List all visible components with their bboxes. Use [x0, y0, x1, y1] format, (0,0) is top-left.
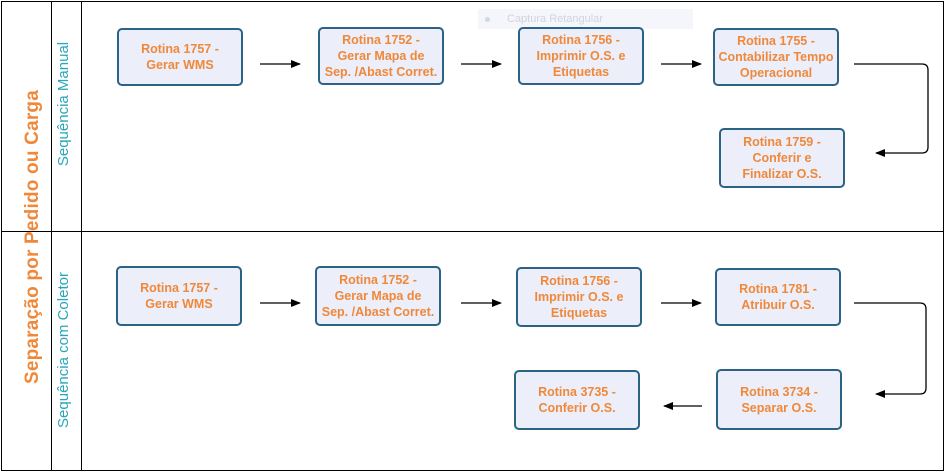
step-label: Rotina 1756 - Imprimir O.S. e Etiquetas — [534, 274, 624, 320]
step-label: Rotina 1757 - Gerar WMS — [141, 42, 219, 72]
step-label: Rotina 1755 - Contabilizar Tempo Operaci… — [718, 34, 834, 80]
lane-header-collector — [52, 231, 82, 471]
capture-tooltip-label: Captura Retangular — [507, 13, 604, 25]
arrow-collector-4 — [854, 302, 927, 398]
step-manual-1752[interactable]: Rotina 1752 - Gerar Mapa de Sep. /Abast … — [318, 27, 444, 85]
arrow-manual-4 — [854, 63, 929, 157]
bullet-icon — [485, 16, 490, 22]
step-label: Rotina 1781 - Atribuir O.S. — [739, 282, 817, 312]
lane-header-manual — [52, 1, 82, 231]
step-manual-1757[interactable]: Rotina 1757 - Gerar WMS — [117, 28, 243, 86]
step-label: Rotina 3734 - Separar O.S. — [740, 384, 818, 415]
step-manual-1756[interactable]: Rotina 1756 - Imprimir O.S. e Etiquetas — [518, 27, 644, 85]
step-manual-1759[interactable]: Rotina 1759 - Conferir e Finalizar O.S. — [719, 128, 845, 188]
lane-divider — [1, 231, 944, 232]
step-manual-1755[interactable]: Rotina 1755 - Contabilizar Tempo Operaci… — [713, 28, 839, 86]
step-label: Rotina 1756 - Imprimir O.S. e Etiquetas — [536, 33, 626, 79]
step-label: Rotina 1757 - Gerar WMS — [140, 281, 218, 311]
step-label: Rotina 1752 - Gerar Mapa de Sep. /Abast … — [321, 273, 435, 319]
step-collector-3734[interactable]: Rotina 3734 - Separar O.S. — [716, 369, 842, 430]
step-collector-1756[interactable]: Rotina 1756 - Imprimir O.S. e Etiquetas — [516, 267, 642, 327]
step-collector-1757[interactable]: Rotina 1757 - Gerar WMS — [116, 266, 242, 326]
step-collector-1752[interactable]: Rotina 1752 - Gerar Mapa de Sep. /Abast … — [315, 266, 441, 326]
pool-header — [1, 1, 52, 471]
step-label: Rotina 3735 - Conferir O.S. — [538, 385, 616, 415]
step-collector-3735[interactable]: Rotina 3735 - Conferir O.S. — [514, 370, 640, 430]
step-label: Rotina 1752 - Gerar Mapa de Sep. /Abast … — [324, 33, 438, 79]
step-collector-1781[interactable]: Rotina 1781 - Atribuir O.S. — [715, 268, 841, 326]
capture-tooltip: Captura Retangular — [478, 9, 693, 29]
step-label: Rotina 1759 - Conferir e Finalizar O.S. — [742, 135, 822, 181]
